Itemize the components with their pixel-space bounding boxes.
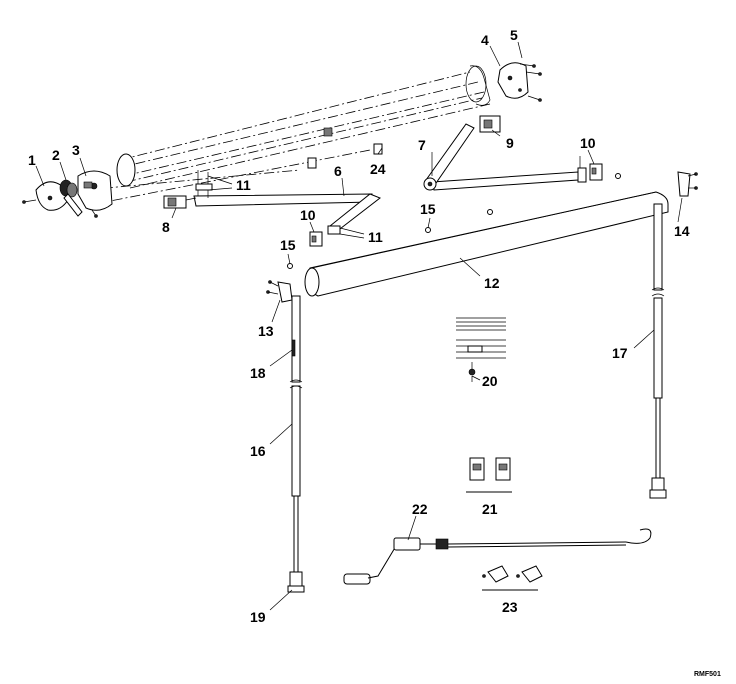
callout-15-left: 15 <box>280 237 296 253</box>
callout-18: 18 <box>250 365 266 381</box>
part-3-end-bracket <box>77 170 113 218</box>
callout-11-left: 11 <box>236 177 251 193</box>
callout-16: 16 <box>250 443 266 459</box>
callout-6: 6 <box>334 163 342 179</box>
callout-1: 1 <box>28 152 36 168</box>
callout-2: 2 <box>52 147 60 163</box>
callout-12: 12 <box>484 275 500 291</box>
part-14-bracket <box>677 171 698 197</box>
part-23-brackets <box>482 565 543 591</box>
callout-17: 17 <box>612 345 628 361</box>
callout-9: 9 <box>506 135 514 151</box>
callout-13: 13 <box>258 323 274 339</box>
roller-tube-assembly <box>84 65 491 205</box>
leader-lines <box>35 41 683 611</box>
callout-7: 7 <box>418 137 426 153</box>
callout-14: 14 <box>674 223 690 239</box>
part-20-rail-detail <box>456 317 506 382</box>
left-arm-assembly <box>163 170 381 247</box>
drawing-code: RMF501 <box>694 671 721 678</box>
callout-24: 24 <box>370 161 386 177</box>
part-2-spring <box>59 179 83 217</box>
part-15-grommet-b <box>287 263 293 269</box>
part-21-clips <box>466 457 512 493</box>
part-16-left-support-arm <box>287 295 305 593</box>
callout-10-right: 10 <box>580 135 596 151</box>
callout-19: 19 <box>250 609 266 625</box>
part-5-screws <box>519 63 542 102</box>
callout-23: 23 <box>502 599 518 615</box>
part-12-canopy <box>304 191 669 297</box>
callout-15-right: 15 <box>420 201 436 217</box>
part-17-right-support-arm <box>649 203 667 499</box>
callouts: 1 2 3 4 5 6 7 8 9 10 10 11 11 12 13 14 1… <box>28 27 721 678</box>
callout-8: 8 <box>162 219 170 235</box>
part-13-lower-bracket <box>266 280 293 303</box>
callout-4: 4 <box>481 32 489 48</box>
callout-11-right: 11 <box>368 229 383 245</box>
callout-22: 22 <box>412 501 428 517</box>
callout-20: 20 <box>482 373 498 389</box>
part-22-crank-handle <box>343 528 652 585</box>
part-15-grommet-a <box>425 227 431 233</box>
callout-3: 3 <box>72 142 80 158</box>
callout-10-left: 10 <box>300 207 316 223</box>
part-4-end-plate <box>497 62 529 99</box>
callout-5: 5 <box>510 27 518 43</box>
callout-21: 21 <box>482 501 498 517</box>
right-arm-assembly <box>423 115 603 191</box>
